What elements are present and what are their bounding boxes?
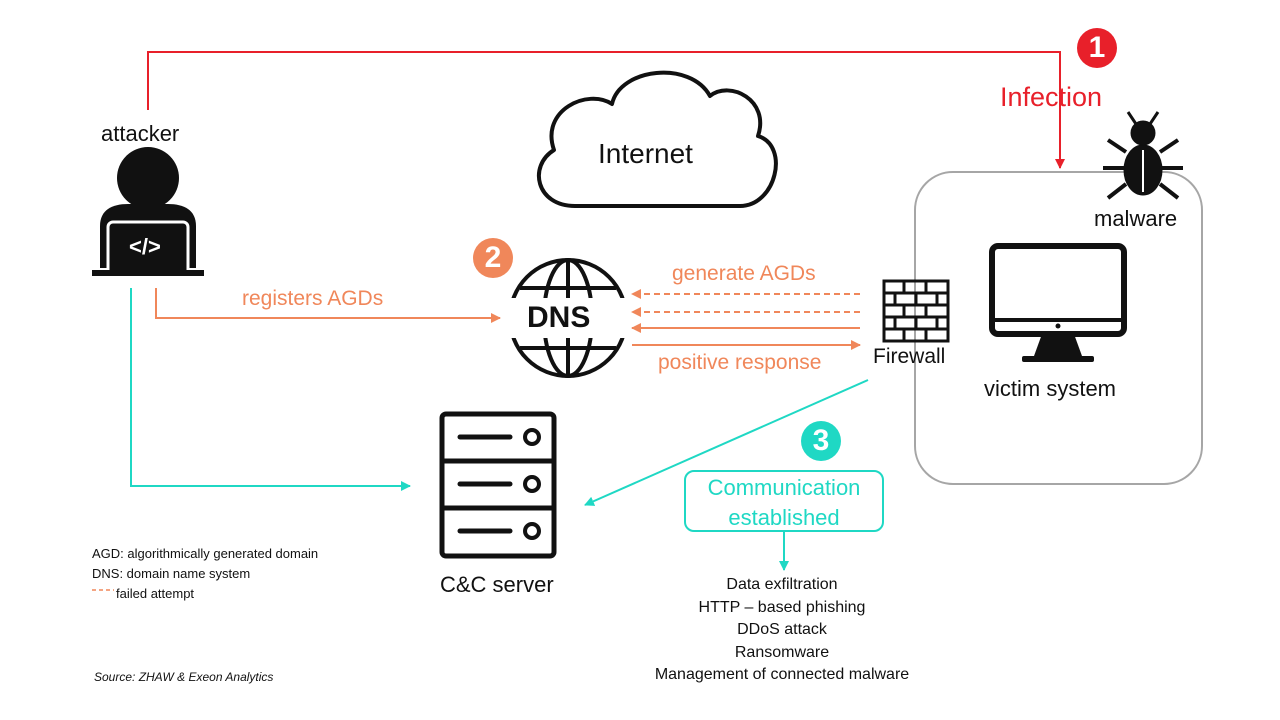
firewall-icon [882,279,950,343]
dns-label: DNS [527,301,591,334]
generate-agds-label: generate AGDs [672,262,816,285]
legend-agd: AGD: algorithmically generated domain [92,546,319,561]
firewall-label: Firewall [873,345,946,368]
attacker-to-server-arrow [130,288,411,491]
registers-agds-arrow [155,288,501,323]
legend-failed: failed attempt [116,586,195,601]
internet-label: Internet [598,138,693,169]
step-3-badge: 3 [801,421,841,461]
server-icon [439,411,557,559]
attacker-icon [92,147,204,278]
use-item: Ransomware [734,643,830,661]
legend-dns: DNS: domain name system [92,566,251,581]
step-1-badge: 1 [1077,28,1117,68]
use-item: Management of connected malware [654,666,910,684]
cc-server-label: C&C server [440,572,554,597]
registers-agds-label: registers AGDs [242,287,384,310]
dns-globe-icon [504,258,632,378]
use-item: HTTP – based phishing [698,598,866,616]
code-glyph-icon: </> [129,234,161,259]
legend: AGD: algorithmically generated domain DN… [92,544,318,604]
infection-label: Infection [1000,82,1103,112]
use-item: DDoS attack [737,621,827,639]
attacker-label: attacker [101,121,180,146]
cloud-icon [536,70,778,208]
communication-line-2: established [728,505,840,530]
step-2-badge: 2 [473,238,513,278]
monitor-icon [989,243,1127,362]
communication-established-box: Communication established [684,470,884,532]
firewall-to-server-arrow [584,379,869,506]
malware-uses-list: Data exfiltration HTTP – based phishing … [630,574,934,687]
bug-icon [1103,111,1183,200]
source-note: Source: ZHAW & Exeon Analytics [94,670,274,684]
communication-line-1: Communication [707,475,861,500]
positive-response-label: positive response [658,351,822,374]
victim-system-label: victim system [984,376,1116,401]
use-item: Data exfiltration [726,576,838,593]
malware-label: malware [1094,206,1178,231]
infection-path [147,51,1065,169]
